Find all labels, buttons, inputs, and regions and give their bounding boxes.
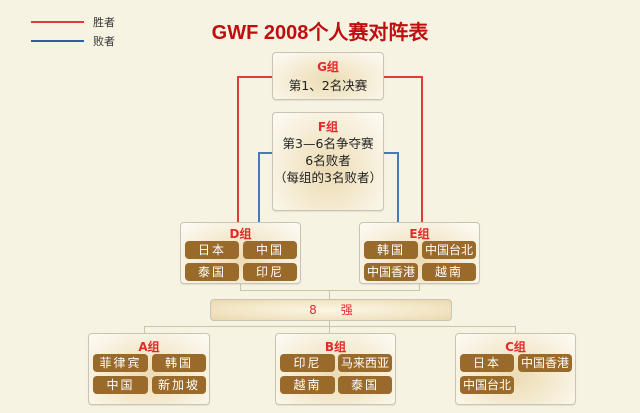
- legend-loser-label: 败者: [93, 35, 115, 48]
- group-g-box: G组 第1、2名决赛: [272, 52, 384, 100]
- team-chip[interactable]: 菲律宾: [93, 354, 148, 372]
- group-c-box: C组 日本 中国香港 中国台北: [455, 333, 576, 405]
- empty-slot: [518, 376, 572, 394]
- page-title: GWF 2008个人赛对阵表: [211, 22, 429, 44]
- team-chip[interactable]: 中国台北: [460, 376, 514, 394]
- connector-8-down: [329, 321, 330, 341]
- team-chip[interactable]: 越南: [280, 376, 335, 394]
- legend-loser-line: [31, 40, 84, 42]
- winner-line-e: [421, 76, 423, 223]
- connector-abc: [144, 326, 516, 327]
- team-chip[interactable]: 马来西亚: [338, 354, 392, 372]
- group-g-title: G组: [317, 60, 339, 74]
- loser-line-e: [397, 152, 399, 223]
- team-chip[interactable]: 日本: [185, 241, 239, 259]
- group-b-title: B组: [324, 340, 347, 354]
- group-f-desc-3: （每组的3名败者）: [274, 170, 382, 185]
- round-of-8-bar: 8 强: [210, 299, 452, 321]
- team-chip[interactable]: 泰国: [338, 376, 392, 394]
- group-g-desc: 第1、2名决赛: [288, 78, 368, 93]
- team-chip[interactable]: 日本: [460, 354, 514, 372]
- team-chip[interactable]: 印尼: [243, 263, 297, 281]
- team-chip[interactable]: 中国: [243, 241, 297, 259]
- connector-de: [240, 290, 420, 291]
- connector-e: [419, 283, 420, 290]
- group-f-desc-2: 6名败者: [305, 153, 351, 168]
- group-d-box: D组 日本 中国 泰国 印尼: [180, 222, 301, 284]
- winner-line-d: [237, 76, 239, 223]
- group-d-title: D组: [229, 227, 252, 241]
- team-chip[interactable]: 韩国: [152, 354, 206, 372]
- group-f-desc-1: 第3—6名争夺赛: [282, 136, 374, 151]
- team-chip[interactable]: 印尼: [280, 354, 335, 372]
- team-chip[interactable]: 中国台北: [422, 241, 476, 259]
- connector-c: [515, 326, 516, 334]
- team-chip[interactable]: 韩国: [364, 241, 418, 259]
- group-a-title: A组: [138, 340, 160, 354]
- team-chip[interactable]: 越南: [422, 263, 476, 281]
- winner-line-d-top: [237, 76, 273, 78]
- connector-d: [240, 283, 241, 290]
- group-f-box: F组 第3—6名争夺赛 6名败者 （每组的3名败者）: [272, 112, 384, 211]
- legend-winner-label: 胜者: [93, 16, 115, 29]
- group-e-title: E组: [409, 227, 430, 241]
- loser-line-d-top: [258, 152, 273, 154]
- team-chip[interactable]: 中国香港: [518, 354, 572, 372]
- loser-line-d: [258, 152, 260, 223]
- connector-de-down: [329, 290, 330, 299]
- loser-line-e-top: [383, 152, 399, 154]
- team-chip[interactable]: 中国: [93, 376, 148, 394]
- group-c-title: C组: [505, 340, 526, 354]
- legend-winner-line: [31, 21, 84, 23]
- group-f-title: F组: [317, 120, 339, 134]
- group-b-box: B组 印尼 马来西亚 越南 泰国: [275, 333, 396, 405]
- group-a-box: A组 菲律宾 韩国 中国 新加坡: [88, 333, 210, 405]
- group-e-box: E组 韩国 中国台北 中国香港 越南: [359, 222, 480, 284]
- winner-line-e-top: [383, 76, 423, 78]
- connector-a: [144, 326, 145, 334]
- team-chip[interactable]: 泰国: [185, 263, 239, 281]
- team-chip[interactable]: 中国香港: [364, 263, 418, 281]
- team-chip[interactable]: 新加坡: [152, 376, 206, 394]
